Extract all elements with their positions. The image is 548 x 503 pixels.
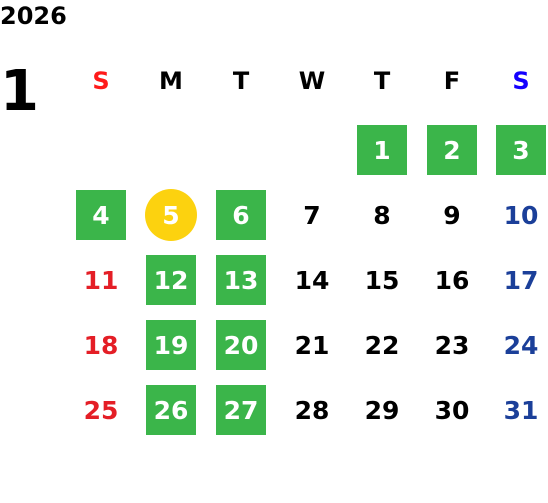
day-cell: 9: [443, 200, 461, 230]
day-cell-holiday: 1: [357, 125, 407, 175]
day-cell-holiday: 27: [216, 385, 266, 435]
weekday-header: M: [159, 67, 183, 95]
month-number: 1: [0, 59, 39, 124]
weekday-header: T: [373, 67, 391, 95]
day-cell-holiday: 2: [427, 125, 477, 175]
day-cell: 31: [503, 395, 539, 425]
day-cell-holiday: 3: [496, 125, 546, 175]
day-cell-holiday: 13: [216, 255, 266, 305]
day-cell: 15: [364, 265, 400, 295]
day-cell: 11: [83, 265, 119, 295]
day-cell: 30: [434, 395, 470, 425]
weekday-header: W: [298, 67, 326, 95]
day-cell: 24: [503, 330, 539, 360]
day-cell: 22: [364, 330, 400, 360]
day-cell-holiday: 26: [146, 385, 196, 435]
weekday-header: S: [512, 67, 530, 95]
day-cell-holiday: 6: [216, 190, 266, 240]
weekday-header: T: [232, 67, 250, 95]
day-cell: 14: [294, 265, 330, 295]
weekday-header: F: [443, 67, 461, 95]
day-cell: 29: [364, 395, 400, 425]
day-cell: 23: [434, 330, 470, 360]
year-label: 2026: [0, 2, 67, 30]
day-cell: 16: [434, 265, 470, 295]
weekday-header: S: [92, 67, 110, 95]
day-cell: 10: [503, 200, 539, 230]
day-cell: 25: [83, 395, 119, 425]
day-cell-holiday: 12: [146, 255, 196, 305]
day-cell: 28: [294, 395, 330, 425]
day-cell-holiday: 4: [76, 190, 126, 240]
day-cell-today: 5: [145, 189, 197, 241]
day-cell-holiday: 20: [216, 320, 266, 370]
day-cell: 21: [294, 330, 330, 360]
day-cell: 17: [503, 265, 539, 295]
day-cell: 7: [303, 200, 321, 230]
day-cell: 8: [373, 200, 391, 230]
day-cell-holiday: 19: [146, 320, 196, 370]
day-cell: 18: [83, 330, 119, 360]
